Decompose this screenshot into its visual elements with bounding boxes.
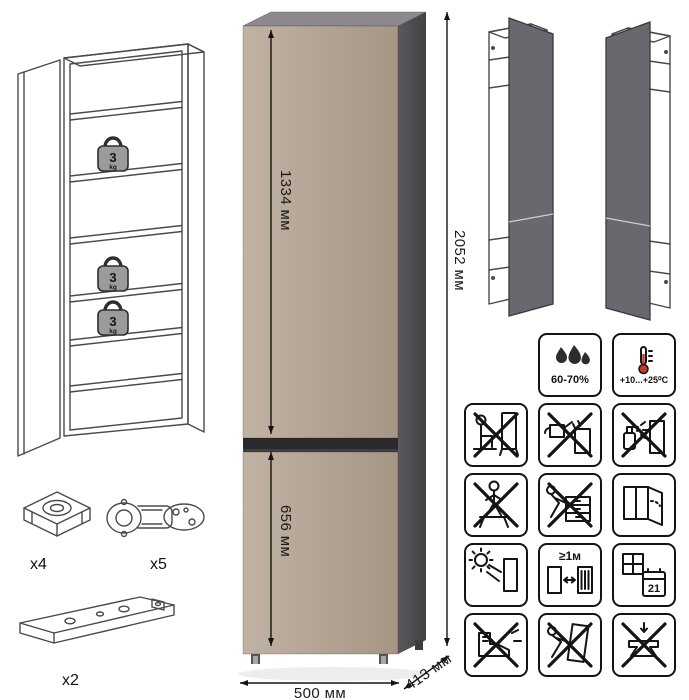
svg-text:21: 21: [648, 583, 660, 595]
hinge-count: x5: [150, 556, 167, 573]
no-sitting-icon: [464, 403, 528, 467]
no-heavy-load-icon: [612, 613, 676, 677]
no-standing-icon: [464, 473, 528, 537]
temperature-icon: +10...+25⁰С: [612, 333, 676, 397]
svg-text:3: 3: [109, 150, 116, 165]
dimension-width: 500 мм: [293, 685, 347, 700]
svg-text:kg: kg: [109, 164, 117, 171]
dark-door-panel: [605, 21, 651, 321]
svg-text:3: 3: [109, 270, 116, 285]
temperature-value: +10...+25⁰С: [619, 375, 669, 385]
cabinet-door-open-wireframe-right: [605, 21, 671, 321]
acclimatization-calendar-icon: 21: [612, 543, 676, 607]
cabinet-3d-render: [238, 11, 428, 681]
dimension-total-height: 2052 мм: [451, 230, 468, 291]
shelf-load-weight-icon: 3 kg: [97, 136, 129, 172]
humidity-value: 60-70%: [551, 374, 589, 386]
dimension-lower-door-height: 656 мм: [277, 505, 294, 558]
svg-text:≥1м: ≥1м: [559, 549, 581, 563]
heater-distance-icon: ≥1м: [538, 543, 602, 607]
svg-text:3: 3: [109, 314, 116, 329]
dimension-upper-door-height: 1334 мм: [277, 170, 294, 231]
upper-door: [242, 25, 399, 439]
svg-text:kg: kg: [109, 328, 117, 335]
no-tilting-icon: [538, 613, 602, 677]
no-moving-loaded-icon: [538, 473, 602, 537]
plinth-count: x2: [62, 672, 79, 689]
lower-door: [242, 451, 399, 655]
humidity-icon: 60-70%: [538, 333, 602, 397]
dark-door-panel: [508, 17, 554, 317]
no-direct-sunlight-icon: [464, 543, 528, 607]
cabinet-open-wireframe: 3 kg 3 kg 3 kg: [17, 43, 205, 457]
no-solvents-icon: [612, 403, 676, 467]
svg-text:kg: kg: [109, 284, 117, 291]
shelf-load-weight-icon: 3 kg: [97, 256, 129, 292]
cabinet-door-open-wireframe-left: [488, 17, 554, 317]
no-liquids-icon: [538, 403, 602, 467]
ventilation-window-icon: [612, 473, 676, 537]
foot-pad-drawing: [23, 491, 91, 537]
hinge-drawing: [106, 498, 205, 538]
plinth-rail-drawing: [19, 596, 175, 644]
no-impact-icon: [464, 613, 528, 677]
shelf-load-weight-icon: 3 kg: [97, 300, 129, 336]
foot-count: x4: [30, 556, 47, 573]
